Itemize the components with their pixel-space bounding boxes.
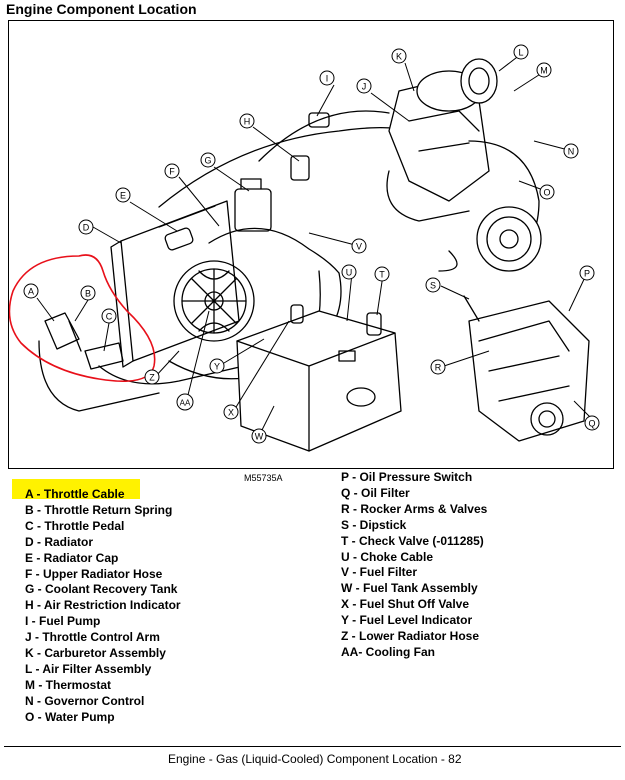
legend-item: W - Fuel Tank Assembly — [341, 581, 478, 596]
callout-w: W — [251, 428, 267, 444]
callout-letter: G — [204, 156, 211, 166]
callout-letter: I — [326, 74, 329, 84]
callout-s: S — [425, 277, 441, 293]
figure-id: M55735A — [244, 473, 283, 483]
legend-item: H - Air Restriction Indicator — [25, 598, 181, 613]
callout-letter: Y — [214, 362, 220, 372]
fuel-tank-drawing — [236, 310, 402, 452]
legend-column-1: A - Throttle Cable B - Throttle Return S… — [25, 487, 181, 726]
callout-g: G — [200, 152, 216, 168]
callout-r: R — [430, 359, 446, 375]
callout-letter: X — [228, 408, 234, 418]
legend-column-2: P - Oil Pressure Switch Q - Oil Filter R… — [341, 470, 487, 661]
callout-letter: V — [356, 242, 362, 252]
callout-letter: U — [346, 268, 353, 278]
callout-l: L — [513, 44, 529, 60]
callout-letter: S — [430, 281, 436, 291]
callout-d: D — [78, 219, 94, 235]
callout-j: J — [356, 78, 372, 94]
callout-x: X — [223, 404, 239, 420]
figure-frame — [8, 20, 614, 469]
callout-letter: N — [568, 147, 575, 157]
legend-item: P - Oil Pressure Switch — [341, 470, 473, 484]
callout-letter: H — [244, 117, 251, 127]
legend-item: C - Throttle Pedal — [25, 518, 125, 533]
callout-letter: D — [83, 223, 90, 233]
callout-aa: AA — [176, 393, 194, 411]
legend-item: J - Throttle Control Arm — [25, 630, 160, 645]
legend-item: S - Dipstick — [341, 517, 407, 532]
callout-letter: A — [28, 287, 34, 297]
callout-b: B — [80, 285, 96, 301]
callout-letter: J — [362, 82, 367, 92]
callout-n: N — [563, 143, 579, 159]
legend-item: V - Fuel Filter — [341, 565, 418, 580]
callout-letter: L — [518, 48, 523, 58]
callout-letter: M — [540, 66, 548, 76]
callout-p: P — [579, 265, 595, 281]
legend-item: E - Radiator Cap — [25, 550, 119, 565]
callout-h: H — [239, 113, 255, 129]
radiator-drawing — [110, 200, 240, 368]
callout-q: Q — [584, 415, 600, 431]
callout-letter: W — [255, 432, 264, 442]
callout-letter: K — [396, 52, 402, 62]
callout-e: E — [115, 187, 131, 203]
engine-diagram: A B C D E F G H I J K L M N O P Q R S T U V W X Y Z AA — [9, 44, 600, 452]
callout-c: C — [101, 308, 117, 324]
callout-o: O — [539, 184, 555, 200]
callout-t: T — [374, 266, 390, 282]
legend-item: Q - Oil Filter — [341, 485, 410, 500]
legend-item: L - Air Filter Assembly — [25, 661, 152, 676]
legend-item: F - Upper Radiator Hose — [25, 566, 163, 581]
legend-item: Z - Lower Radiator Hose — [341, 629, 480, 644]
callout-letter: P — [584, 269, 590, 279]
legend-item: R - Rocker Arms & Valves — [341, 501, 488, 516]
throttle-drawing — [38, 312, 160, 412]
callout-letter: Q — [588, 419, 595, 429]
legend-item: K - Carburetor Assembly — [25, 646, 166, 661]
legend-item: AA- Cooling Fan — [341, 644, 435, 659]
callout-letter: C — [106, 312, 113, 322]
cooling-fan-drawing — [173, 260, 255, 342]
legend-item: A - Throttle Cable — [25, 487, 125, 501]
page-title: Engine Component Location — [6, 1, 197, 17]
callout-letter: F — [169, 167, 175, 177]
callout-letter: AA — [180, 399, 191, 408]
callout-i: I — [319, 70, 335, 86]
engine-drawing — [386, 58, 542, 272]
red-annotation-circle — [9, 254, 156, 382]
legend-item: X - Fuel Shut Off Valve — [341, 597, 470, 612]
legend-item: O - Water Pump — [25, 709, 115, 724]
callout-letter: E — [120, 191, 126, 201]
callout-letter: B — [85, 289, 91, 299]
callout-k: K — [391, 48, 407, 64]
callout-z: Z — [144, 369, 160, 385]
legend-item: Y - Fuel Level Indicator — [341, 613, 473, 628]
legend-item: D - Radiator — [25, 534, 94, 549]
callout-labels: A B C D E F G H I J K L M N O P Q R S T U V W X Y Z AA — [23, 44, 600, 444]
page-footer: Engine - Gas (Liquid-Cooled) Component L… — [168, 752, 462, 766]
legend-item: G - Coolant Recovery Tank — [25, 582, 178, 597]
callout-letter: O — [543, 188, 550, 198]
legend-item: B - Throttle Return Spring — [25, 502, 173, 517]
legend-item: M - Thermostat — [25, 677, 112, 692]
callout-u: U — [341, 264, 357, 280]
highlight-marker — [12, 479, 140, 499]
legend-item: T - Check Valve (-011285) — [341, 533, 484, 548]
callout-letter: R — [435, 363, 442, 373]
legend-item: I - Fuel Pump — [25, 614, 101, 629]
legend-item: N - Governor Control — [25, 693, 145, 708]
callout-v: V — [351, 238, 367, 254]
legend-item: U - Choke Cable — [341, 549, 434, 564]
callout-a: A — [23, 283, 39, 299]
callout-f: F — [164, 163, 180, 179]
engine-side-drawing — [463, 295, 590, 442]
callout-letter: Z — [149, 373, 155, 383]
footer-rule — [4, 746, 621, 747]
callout-letter: T — [379, 270, 385, 280]
callout-y: Y — [209, 358, 225, 374]
callout-m: M — [536, 62, 552, 78]
